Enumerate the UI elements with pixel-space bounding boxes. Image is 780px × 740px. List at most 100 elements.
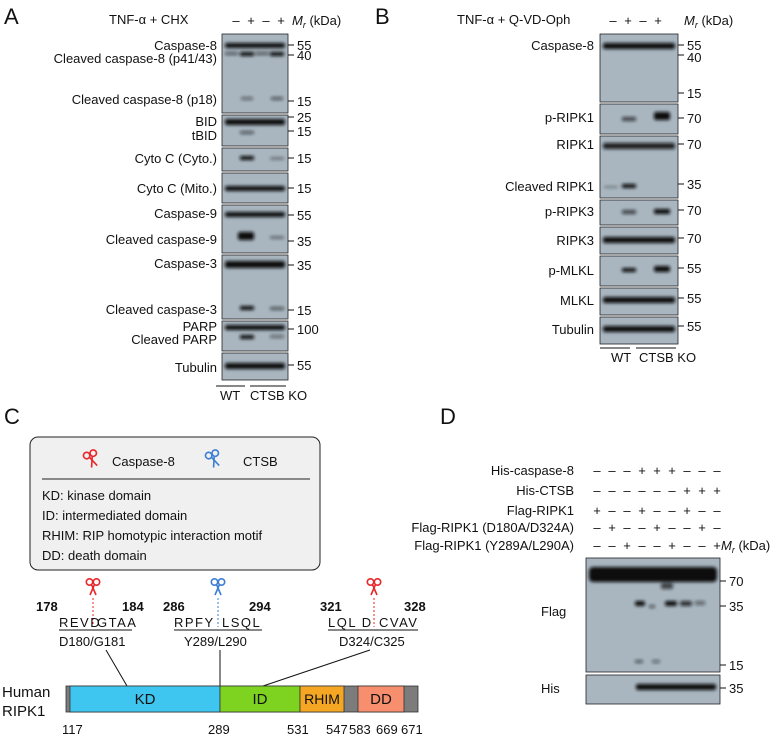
lane-sign: + bbox=[668, 463, 676, 478]
label-cleaved-ripk1: Cleaved RIPK1 bbox=[505, 179, 594, 194]
panel-d-markers: 70 35 15 35 bbox=[720, 574, 743, 696]
domain-id-label: ID bbox=[253, 691, 268, 708]
position: 669 bbox=[376, 722, 398, 737]
panel-c-letter: C bbox=[4, 404, 20, 429]
band bbox=[225, 119, 285, 125]
sign: + bbox=[624, 13, 632, 28]
marker: 55 bbox=[297, 38, 311, 53]
lane-sign: – bbox=[713, 463, 721, 478]
band bbox=[240, 131, 254, 134]
lane-sign: + bbox=[608, 520, 616, 535]
condition-his-ctsb: His-CTSB bbox=[516, 483, 574, 498]
lane-sign: – bbox=[608, 463, 616, 478]
panel-a-mr-label: Mr (kDa) bbox=[292, 13, 341, 30]
legend-box: Caspase-8 CTSB KD: kinase domain ID: int… bbox=[29, 436, 321, 571]
label-cytoc-mito: Cyto C (Mito.) bbox=[137, 181, 217, 196]
sign: + bbox=[247, 13, 255, 28]
legend-def-dd: DD: death domain bbox=[42, 548, 147, 563]
mr-unit: (kDa) bbox=[735, 538, 770, 553]
lane-sign: + bbox=[653, 520, 661, 535]
panel-a-bands bbox=[225, 43, 285, 369]
legend-def-id: ID: intermediated domain bbox=[42, 508, 187, 523]
band bbox=[270, 335, 284, 338]
panel-b: B TNF-α + Q-VD-Oph – + – + Mr (kDa) bbox=[375, 4, 733, 365]
label-ripk3: RIPK3 bbox=[556, 233, 594, 248]
lane-sign: – bbox=[623, 463, 631, 478]
marker: 55 bbox=[687, 291, 701, 306]
band bbox=[649, 605, 655, 608]
position: 117 bbox=[62, 722, 83, 737]
band bbox=[622, 117, 636, 121]
marker: 15 bbox=[729, 658, 743, 673]
scissors-caspase8-icon bbox=[366, 577, 382, 596]
lane-sign: – bbox=[683, 520, 691, 535]
band bbox=[622, 268, 636, 272]
panel-b-blots bbox=[599, 33, 679, 345]
genotype-ko: CTSB KO bbox=[639, 350, 696, 365]
label-p-ripk3: p-RIPK3 bbox=[545, 204, 594, 219]
lane-sign: + bbox=[623, 538, 631, 553]
lane-sign: – bbox=[713, 503, 721, 518]
site-1-label: D180/G181 bbox=[59, 634, 126, 649]
band bbox=[240, 52, 254, 56]
marker: 70 bbox=[687, 203, 701, 218]
lane-sign: + bbox=[698, 520, 706, 535]
lane-sign: – bbox=[623, 503, 631, 518]
band bbox=[225, 186, 285, 191]
marker: 15 bbox=[687, 86, 701, 101]
lane-sign: – bbox=[653, 538, 661, 553]
domain-rhim-label: RHIM bbox=[304, 691, 340, 707]
band bbox=[665, 601, 677, 606]
lane-sign: – bbox=[698, 463, 706, 478]
lane-sign: – bbox=[638, 538, 646, 553]
lane-sign: – bbox=[638, 483, 646, 498]
band bbox=[270, 157, 284, 160]
label-parp: PARP bbox=[183, 319, 217, 334]
condition-flag-ripk1-d180a: Flag-RIPK1 (D180A/D324A) bbox=[411, 520, 574, 535]
blot-cytoc-cyto bbox=[221, 147, 289, 172]
label-tubulin: Tubulin bbox=[552, 322, 594, 337]
panel-a: A TNF-α + CHX – + – + Mr (kDa) bbox=[4, 4, 341, 403]
position: 531 bbox=[287, 722, 309, 737]
lane-sign: + bbox=[713, 538, 721, 553]
band bbox=[225, 261, 285, 268]
domain-rhim bbox=[299, 685, 345, 713]
label-p-mlkl: p-MLKL bbox=[548, 263, 594, 278]
mr-m: M bbox=[292, 13, 303, 28]
band bbox=[240, 156, 254, 160]
mr-m: M bbox=[721, 538, 732, 553]
band bbox=[255, 52, 269, 55]
legend-ctsb: CTSB bbox=[243, 454, 278, 469]
lane-sign: – bbox=[668, 503, 676, 518]
marker: 55 bbox=[687, 319, 701, 334]
label-ripk1: RIPK1 bbox=[556, 137, 594, 152]
marker: 35 bbox=[729, 599, 743, 614]
sign: – bbox=[262, 13, 270, 28]
label-tubulin: Tubulin bbox=[175, 360, 217, 375]
site-2-end: 294 bbox=[249, 599, 271, 614]
band bbox=[603, 143, 675, 149]
panel-b-markers: 55 40 15 70 70 35 70 70 55 55 55 bbox=[678, 38, 701, 334]
label-cleaved-caspase8-p41: Cleaved caspase-8 (p41/43) bbox=[54, 51, 217, 66]
band bbox=[241, 97, 253, 100]
band bbox=[240, 306, 254, 310]
marker: 15 bbox=[297, 181, 311, 196]
lane-sign: – bbox=[683, 538, 691, 553]
site-1-seq-right: GTAA bbox=[97, 615, 137, 630]
panel-d-letter: D bbox=[440, 404, 456, 429]
domain-dd bbox=[357, 685, 405, 713]
lane-sign: – bbox=[638, 520, 646, 535]
marker: 70 bbox=[687, 111, 701, 126]
blot-label-his: His bbox=[541, 681, 560, 696]
marker: 40 bbox=[687, 50, 701, 65]
condition-flag-ripk1: Flag-RIPK1 bbox=[507, 503, 574, 518]
label-mlkl: MLKL bbox=[560, 293, 594, 308]
label-cleaved-caspase3: Cleaved caspase-3 bbox=[106, 302, 217, 317]
lane-sign: + bbox=[683, 483, 691, 498]
marker: 70 bbox=[729, 574, 743, 589]
band bbox=[695, 601, 705, 605]
mr-unit: (kDa) bbox=[698, 13, 733, 28]
lane-sign: + bbox=[713, 483, 721, 498]
marker: 55 bbox=[687, 38, 701, 53]
